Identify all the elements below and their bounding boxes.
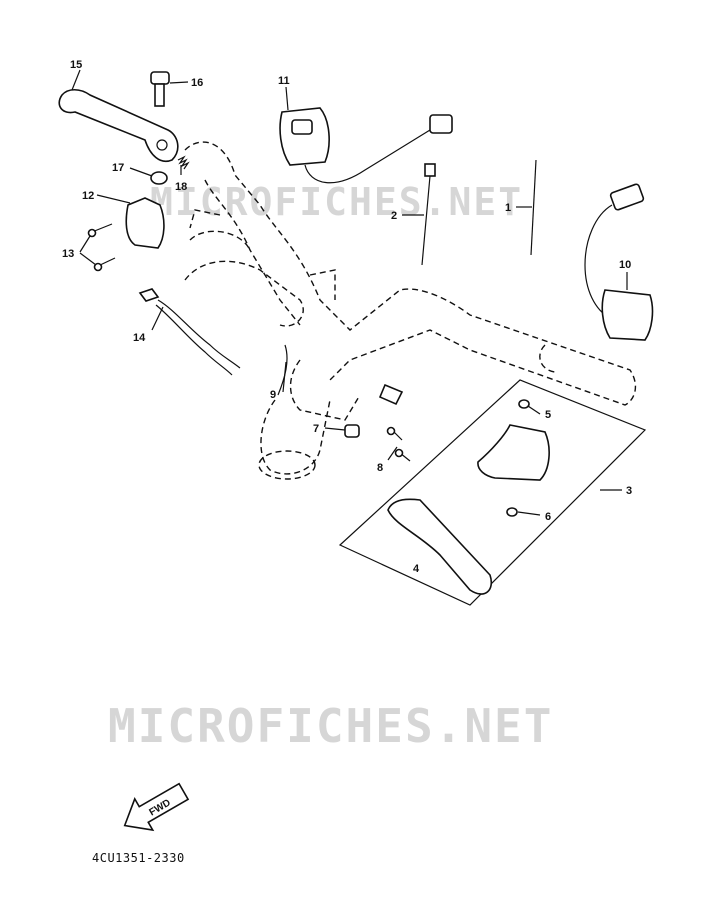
spring-part-18 xyxy=(177,155,190,170)
screws-part-13 xyxy=(87,223,116,272)
lever-kit-part-3 xyxy=(338,379,647,606)
callout-13: 13 xyxy=(62,248,74,260)
nut-part-17 xyxy=(150,171,168,185)
cable-tie-part-1 xyxy=(530,159,537,256)
callout-3: 3 xyxy=(626,485,632,497)
fwd-arrow-icon: FWD xyxy=(123,782,190,832)
callout-12: 12 xyxy=(82,190,94,202)
lever-part-4 xyxy=(387,498,492,595)
screws-part-8 xyxy=(386,426,411,462)
switch-assembly-part-11 xyxy=(279,107,453,184)
callout-17: 17 xyxy=(112,162,124,174)
callout-18: 18 xyxy=(175,181,187,193)
callout-8: 8 xyxy=(377,462,383,474)
callout-7: 7 xyxy=(313,423,319,435)
connector xyxy=(378,383,404,406)
callout-10: 10 xyxy=(619,259,631,271)
nut-part-6 xyxy=(506,507,518,517)
callout-2: 2 xyxy=(391,210,397,222)
cable-tie-part-2 xyxy=(421,163,436,266)
watermark-bottom: MICROFICHES.NET xyxy=(108,699,553,753)
washer-part-5 xyxy=(518,399,530,409)
callout-16: 16 xyxy=(191,77,203,89)
watermark-top: MICROFICHES.NET xyxy=(150,180,523,224)
switch-wire-part-14 xyxy=(138,288,241,376)
callout-9: 9 xyxy=(270,389,276,401)
callout-1: 1 xyxy=(505,202,511,214)
lever-bracket xyxy=(477,424,550,481)
handlebar-phantom xyxy=(184,141,637,480)
leader-lines xyxy=(71,69,628,516)
callout-14: 14 xyxy=(133,332,146,344)
callout-6: 6 xyxy=(545,511,551,523)
brake-lever-part-15 xyxy=(58,88,179,162)
callout-labels: 15 16 17 18 12 13 14 11 2 1 10 9 7 8 5 3… xyxy=(62,59,632,575)
callout-11: 11 xyxy=(278,75,290,87)
callout-4: 4 xyxy=(413,563,420,575)
wire-part-9 xyxy=(277,344,288,396)
switch-part-10 xyxy=(584,183,654,341)
knob-part-7 xyxy=(344,424,360,438)
callout-15: 15 xyxy=(70,59,82,71)
holder-part-12 xyxy=(125,197,165,249)
pivot-bolt-part-16 xyxy=(150,71,170,107)
callout-5: 5 xyxy=(545,409,551,421)
drawing-code: 4CU1351-2330 xyxy=(92,851,185,865)
